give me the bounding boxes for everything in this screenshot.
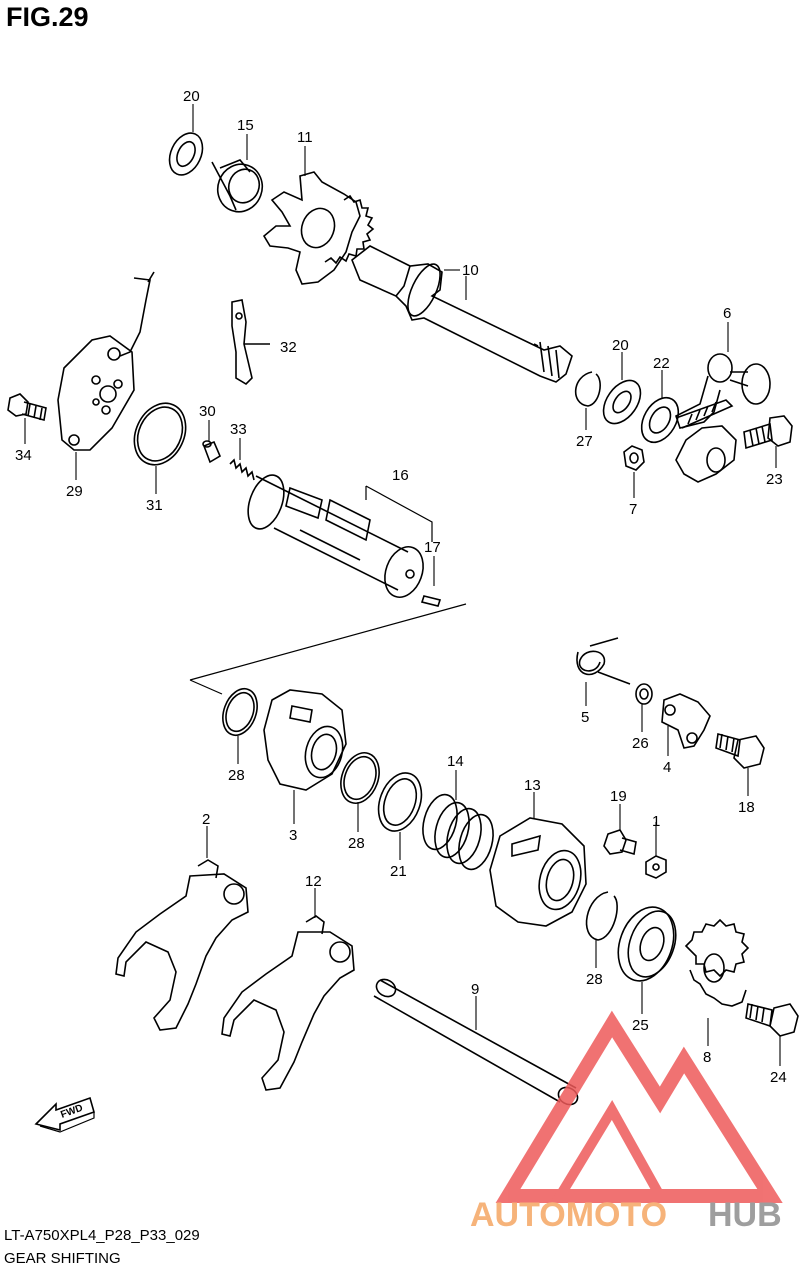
- callout-17: 17: [424, 539, 441, 556]
- callout-12: 12: [305, 873, 322, 890]
- callout-9: 9: [471, 981, 479, 998]
- callout-23: 23: [766, 471, 783, 488]
- part-28-circlip-c: [585, 891, 618, 941]
- part-13-gear-sleeve: [489, 817, 587, 927]
- fwd-arrow-icon: FWD: [34, 1096, 95, 1133]
- callout-6: 6: [723, 305, 731, 322]
- callout-28: 28: [586, 971, 603, 988]
- part-25-bearing: [617, 906, 677, 982]
- callout-10: 10: [462, 262, 479, 279]
- callout-4: 4: [663, 759, 671, 776]
- diagram-code: LT-A750XPL4_P28_P33_029: [4, 1227, 200, 1244]
- callout-21: 21: [390, 863, 407, 880]
- part-21-washer: [377, 772, 423, 832]
- part-16-cam-drum: [247, 474, 424, 598]
- part-33-spring: [229, 458, 255, 481]
- callout-22: 22: [653, 355, 670, 372]
- callout-16: 16: [392, 467, 409, 484]
- part-22-oil-seal: [640, 396, 680, 444]
- callout-28: 28: [228, 767, 245, 784]
- callout-19: 19: [610, 788, 627, 805]
- part-34-bolt: [7, 393, 47, 422]
- part-2-shift-fork: [115, 859, 249, 1031]
- callout-26: 26: [632, 735, 649, 752]
- callout-2: 2: [202, 811, 210, 828]
- part-20-washer-top: [168, 132, 204, 176]
- part-1-nut: [645, 855, 667, 879]
- part-4-plate: [661, 693, 711, 749]
- callout-20: 20: [183, 88, 200, 105]
- part-8-gear: [684, 918, 750, 1007]
- part-17-pin: [420, 595, 442, 607]
- callout-29: 29: [66, 483, 83, 500]
- watermark-logo-icon: [495, 1010, 783, 1203]
- part-27-circlip: [574, 371, 601, 407]
- callout-14: 14: [447, 753, 464, 770]
- diagram-caption: GEAR SHIFTING: [4, 1250, 121, 1267]
- part-3-shift-cam: [263, 689, 347, 791]
- callout-24: 24: [770, 1069, 787, 1086]
- callout-18: 18: [738, 799, 755, 816]
- part-11-shift-plate: [262, 171, 375, 285]
- part-24-bolt: [745, 1003, 799, 1037]
- callout-34: 34: [15, 447, 32, 464]
- part-30-pin: [202, 440, 222, 464]
- part-20-washer-right: [602, 379, 642, 425]
- callout-30: 30: [199, 403, 216, 420]
- callout-5: 5: [581, 709, 589, 726]
- part-12-shift-fork: [221, 915, 355, 1091]
- part-18-bolt: [715, 732, 765, 769]
- callout-15: 15: [237, 117, 254, 134]
- part-7-nut: [623, 445, 645, 471]
- part-14-spring: [422, 793, 494, 871]
- part-10-gearshift-shaft: [351, 245, 573, 383]
- callout-20: 20: [612, 337, 629, 354]
- part-5-return-spring: [576, 637, 631, 685]
- callout-28: 28: [348, 835, 365, 852]
- watermark-text-part1: AUTOMOTO: [470, 1196, 667, 1234]
- part-23-bolt: [743, 415, 793, 450]
- part-26-washer: [635, 683, 653, 705]
- figure-title: FIG.29: [6, 2, 89, 32]
- watermark-text-part2: HUB: [708, 1196, 782, 1234]
- part-15-spring: [211, 159, 264, 213]
- callout-1: 1: [652, 813, 660, 830]
- part-32-stopper: [231, 299, 270, 386]
- callout-8: 8: [703, 1049, 711, 1066]
- part-31-o-ring: [133, 402, 187, 466]
- callout-25: 25: [632, 1017, 649, 1034]
- part-19-bolt: [603, 829, 637, 856]
- part-28-circlip-b: [340, 752, 380, 804]
- part-6-arm-assembly: [675, 353, 771, 483]
- callout-27: 27: [576, 433, 593, 450]
- callout-33: 33: [230, 421, 247, 438]
- callout-11: 11: [297, 129, 313, 146]
- part-28-circlip-a: [222, 687, 258, 737]
- part-29-sensor-cover: [57, 271, 155, 451]
- callout-32: 32: [280, 339, 297, 356]
- callout-3: 3: [289, 827, 297, 844]
- callout-13: 13: [524, 777, 541, 794]
- callout-31: 31: [146, 497, 163, 514]
- callout-leaders: [24, 104, 781, 1066]
- callout-7: 7: [629, 501, 637, 518]
